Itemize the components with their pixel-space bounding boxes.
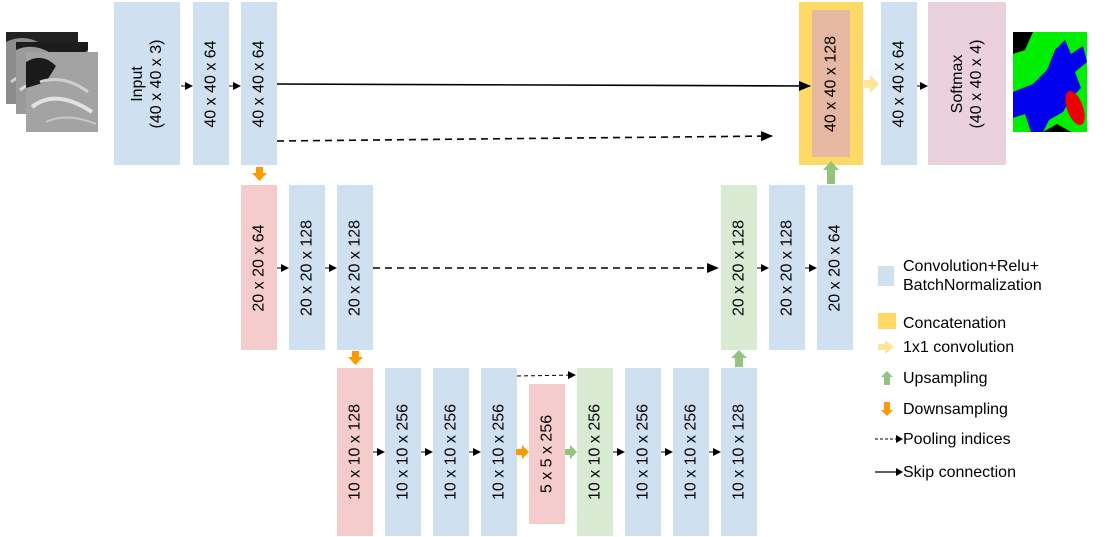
bottleneck-block: 5 x 5 x 256: [529, 384, 565, 524]
sequential-arrows: [181, 82, 928, 456]
conv1x1-arrow: [864, 75, 879, 93]
downsampling-arrow-3: [516, 445, 529, 459]
output-segmentation-map: [1013, 32, 1087, 132]
upsampling-arrow-2: [731, 350, 747, 367]
decoder2-conv-a: 20 x 20 x 128: [769, 185, 805, 350]
softmax-block: Softmax(40 x 40 x 4): [928, 2, 1006, 165]
input-mri-slice-1: [26, 52, 98, 132]
legend-pooling-indices-arrow-icon: [875, 435, 903, 443]
legend-skip-connection-arrow-icon: [875, 468, 903, 476]
decoder3-upsampled: 10 x 10 x 256: [577, 368, 613, 536]
downsampling-arrow-1: [252, 167, 267, 181]
decoder3-conv-b: 10 x 10 x 256: [673, 368, 709, 536]
input-block: Input(40 x 40 x 3): [114, 2, 180, 165]
encoder3-conv-b: 10 x 10 x 256: [433, 368, 469, 536]
decoder2-conv-b: 20 x 20 x 64: [817, 185, 853, 350]
downsampling-arrow-2: [348, 351, 363, 365]
upsampling-arrow-1: [565, 445, 577, 459]
encoder3-conv-c: 10 x 10 x 256: [481, 368, 517, 536]
legend-concat-swatch: [878, 313, 896, 329]
legend-conv-swatch: [878, 266, 894, 286]
legend-downsampling-arrow-icon: [881, 402, 893, 416]
legend-conv1x1-label: 1x1 convolution: [903, 339, 1015, 356]
encoder1-conv-a: 40 x 40 x 64: [193, 2, 229, 165]
encoder2-conv-a: 20 x 20 x 128: [289, 185, 325, 350]
legend-concat-label: Concatenation: [903, 315, 1007, 332]
pooling-indices-level3: [516, 371, 576, 380]
concatenated-feature-map: 40 x 40 x 128: [812, 10, 850, 157]
decoder3-conv-a: 10 x 10 x 256: [625, 368, 661, 536]
encoder2-downsampled: 20 x 20 x 64: [241, 185, 277, 350]
upsampling-arrow-3: [823, 161, 839, 184]
skip-connection-level1: [276, 80, 811, 91]
legend-upsampling-arrow-icon: [881, 371, 893, 385]
encoder2-conv-b: 20 x 20 x 128: [337, 185, 373, 350]
encoder3-downsampled: 10 x 10 x 128: [337, 368, 373, 536]
encoder1-conv-b: 40 x 40 x 64: [241, 2, 277, 165]
encoder3-conv-a: 10 x 10 x 256: [385, 368, 421, 536]
legend-downsampling-label: Downsampling: [903, 401, 1008, 418]
legend-upsampling-label: Upsampling: [903, 370, 988, 387]
decoder2-upsampled: 20 x 20 x 128: [721, 185, 757, 350]
legend-skip-connection-label: Skip connection: [903, 464, 1016, 481]
legend-conv-label: Convolution+Relu+BatchNormalization: [903, 258, 1042, 294]
decoder3-conv-c: 10 x 10 x 128: [721, 368, 757, 536]
legend-conv1x1-arrow-icon: [878, 340, 894, 354]
decoder1-conv-a: 40 x 40 x 64: [881, 2, 917, 165]
legend-pooling-indices-label: Pooling indices: [903, 431, 1011, 448]
pooling-indices-level1: [276, 131, 773, 142]
